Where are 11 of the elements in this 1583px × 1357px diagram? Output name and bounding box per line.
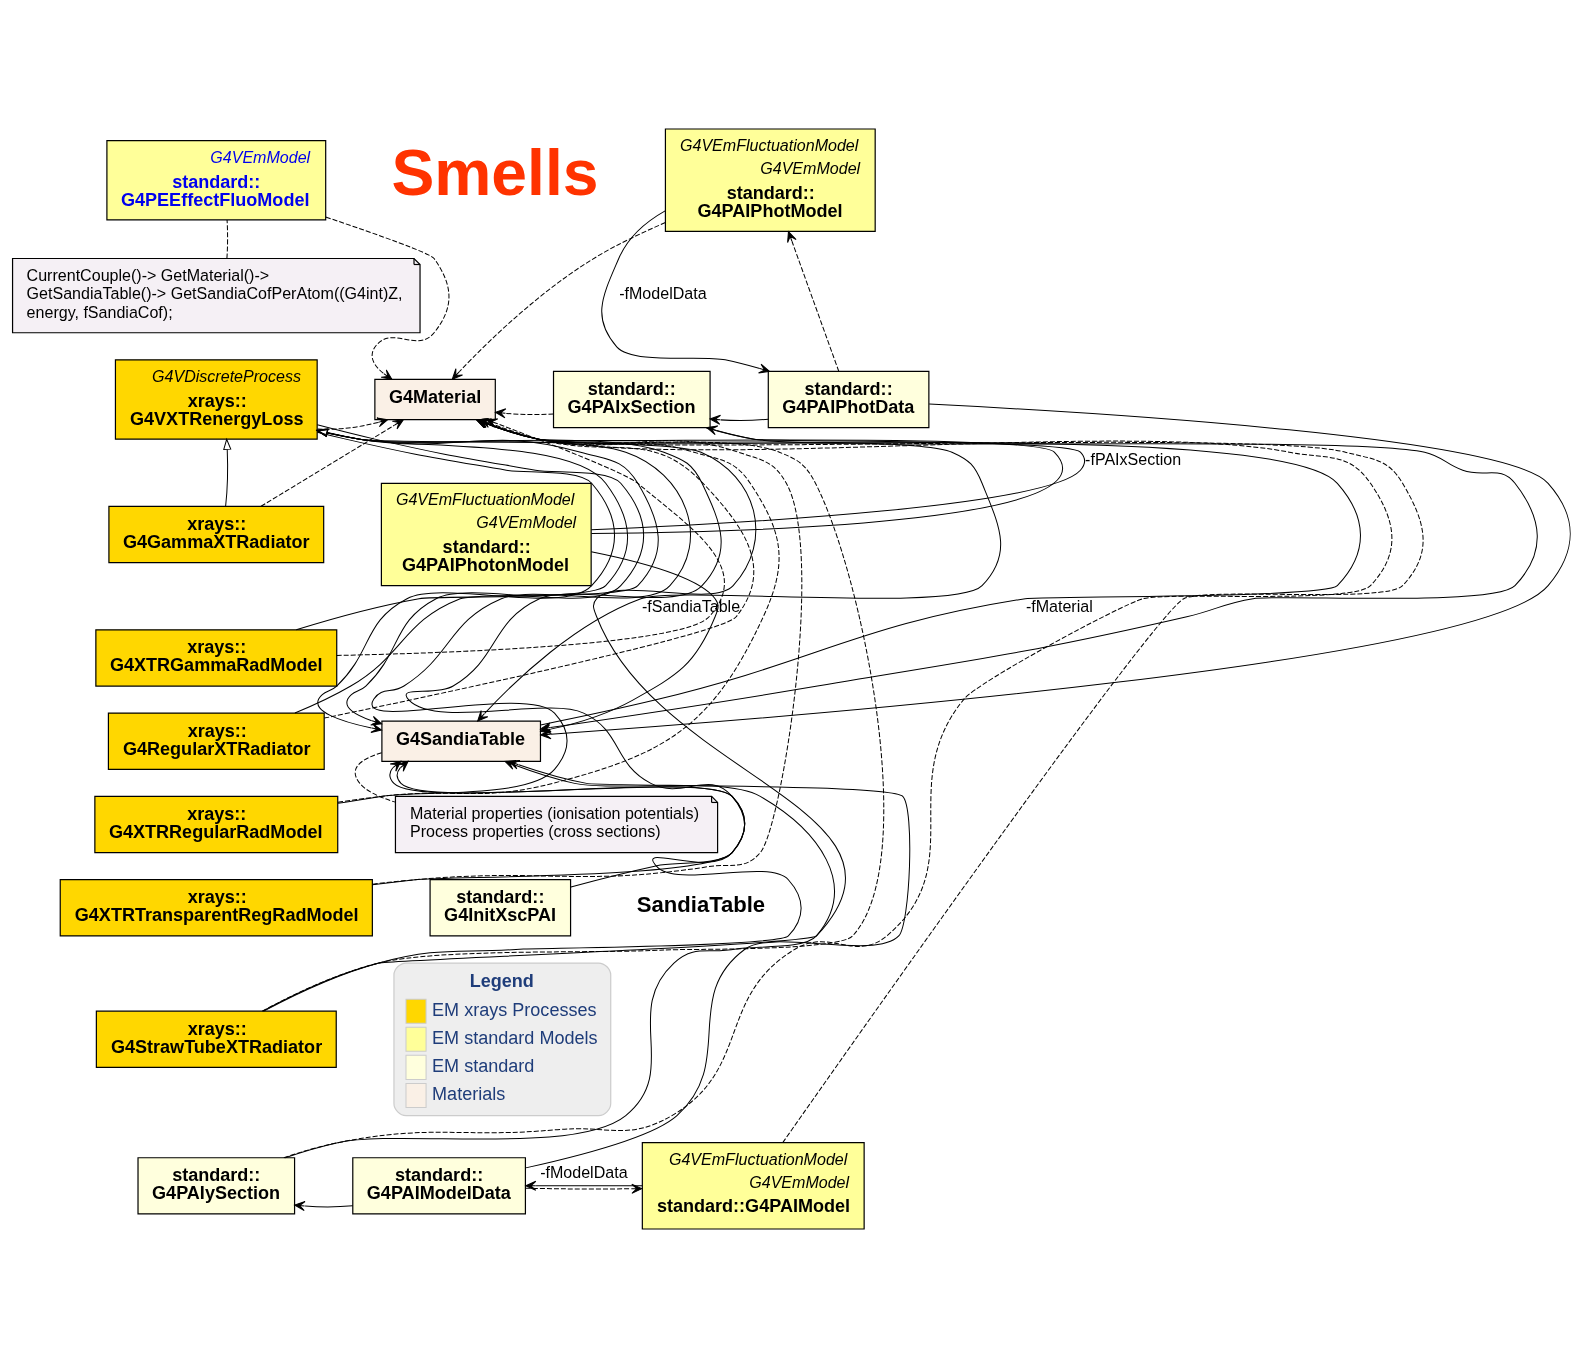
label: Legend [469, 970, 534, 991]
edge-label: -fModelData [619, 283, 707, 302]
legend-label: Materials [432, 1083, 506, 1104]
legend-label: EM standard [432, 1055, 535, 1076]
edge-label: -fMaterial [1025, 596, 1093, 615]
legend-label: EM xrays Processes [432, 999, 597, 1020]
label: Smells [391, 136, 599, 209]
label: SandiaTable [636, 891, 766, 917]
edge-label: -fPAIxSection [1085, 449, 1182, 468]
edge-label: -fModelData [540, 1162, 628, 1181]
legend-label: EM standard Models [432, 1027, 598, 1048]
